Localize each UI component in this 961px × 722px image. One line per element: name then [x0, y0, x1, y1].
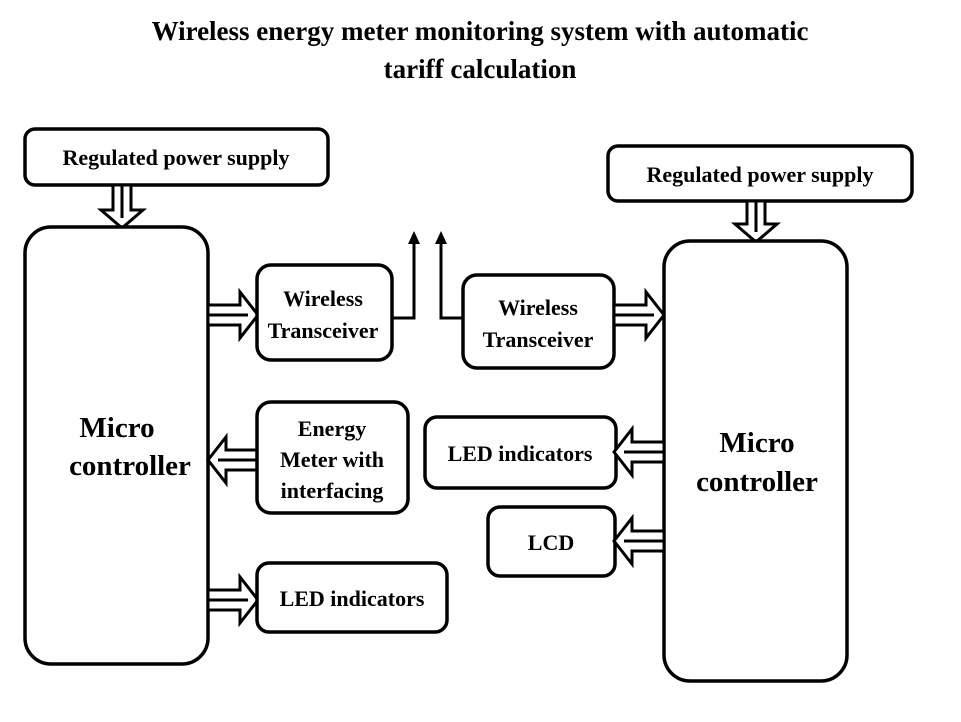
right-power-supply-label: Regulated power supply — [647, 162, 874, 187]
left-wireless-transceiver-box — [255, 263, 394, 362]
left-micro-controller-box — [23, 225, 210, 666]
right-micro-controller-label-line-2: controller — [696, 466, 818, 498]
energy-meter-label-line-1: Energy — [298, 416, 366, 441]
right-micro-controller-box — [662, 239, 849, 683]
left-power-supply-box — [23, 127, 330, 187]
energy-meter-label-line-2: Meter with — [280, 447, 384, 472]
right-antenna — [439, 240, 463, 320]
left-led-indicators-label: LED indicators — [280, 586, 425, 611]
right-wireless-transceiver-box — [461, 273, 616, 370]
left-led-indicators-box — [255, 561, 449, 634]
left-micro-controller-label-line-2: controller — [69, 450, 191, 482]
energy-meter-box — [255, 400, 410, 515]
right-antenna-arrowhead — [435, 231, 447, 244]
right-led-indicators-label: LED indicators — [448, 441, 593, 466]
diagram-title-line-2: tariff calculation — [384, 54, 577, 84]
left-wireless-transceiver-label-line-2: Transceiver — [268, 318, 379, 343]
diagram-title-line-1: Wireless energy meter monitoring system … — [152, 16, 809, 46]
left-micro-controller-label-line-1: Micro — [79, 412, 154, 444]
right-wireless-transceiver-label-line-2: Transceiver — [483, 327, 594, 352]
left-power-supply-label: Regulated power supply — [63, 145, 290, 170]
right-micro-controller-label-line-1: Micro — [719, 427, 794, 459]
energy-meter-label-line-3: interfacing — [281, 478, 384, 503]
left-antenna — [392, 240, 416, 320]
right-wireless-transceiver-label-line-1: Wireless — [498, 295, 578, 320]
lcd-label: LCD — [528, 530, 574, 555]
left-wireless-transceiver-label-line-1: Wireless — [283, 286, 363, 311]
left-antenna-arrowhead — [408, 231, 420, 244]
